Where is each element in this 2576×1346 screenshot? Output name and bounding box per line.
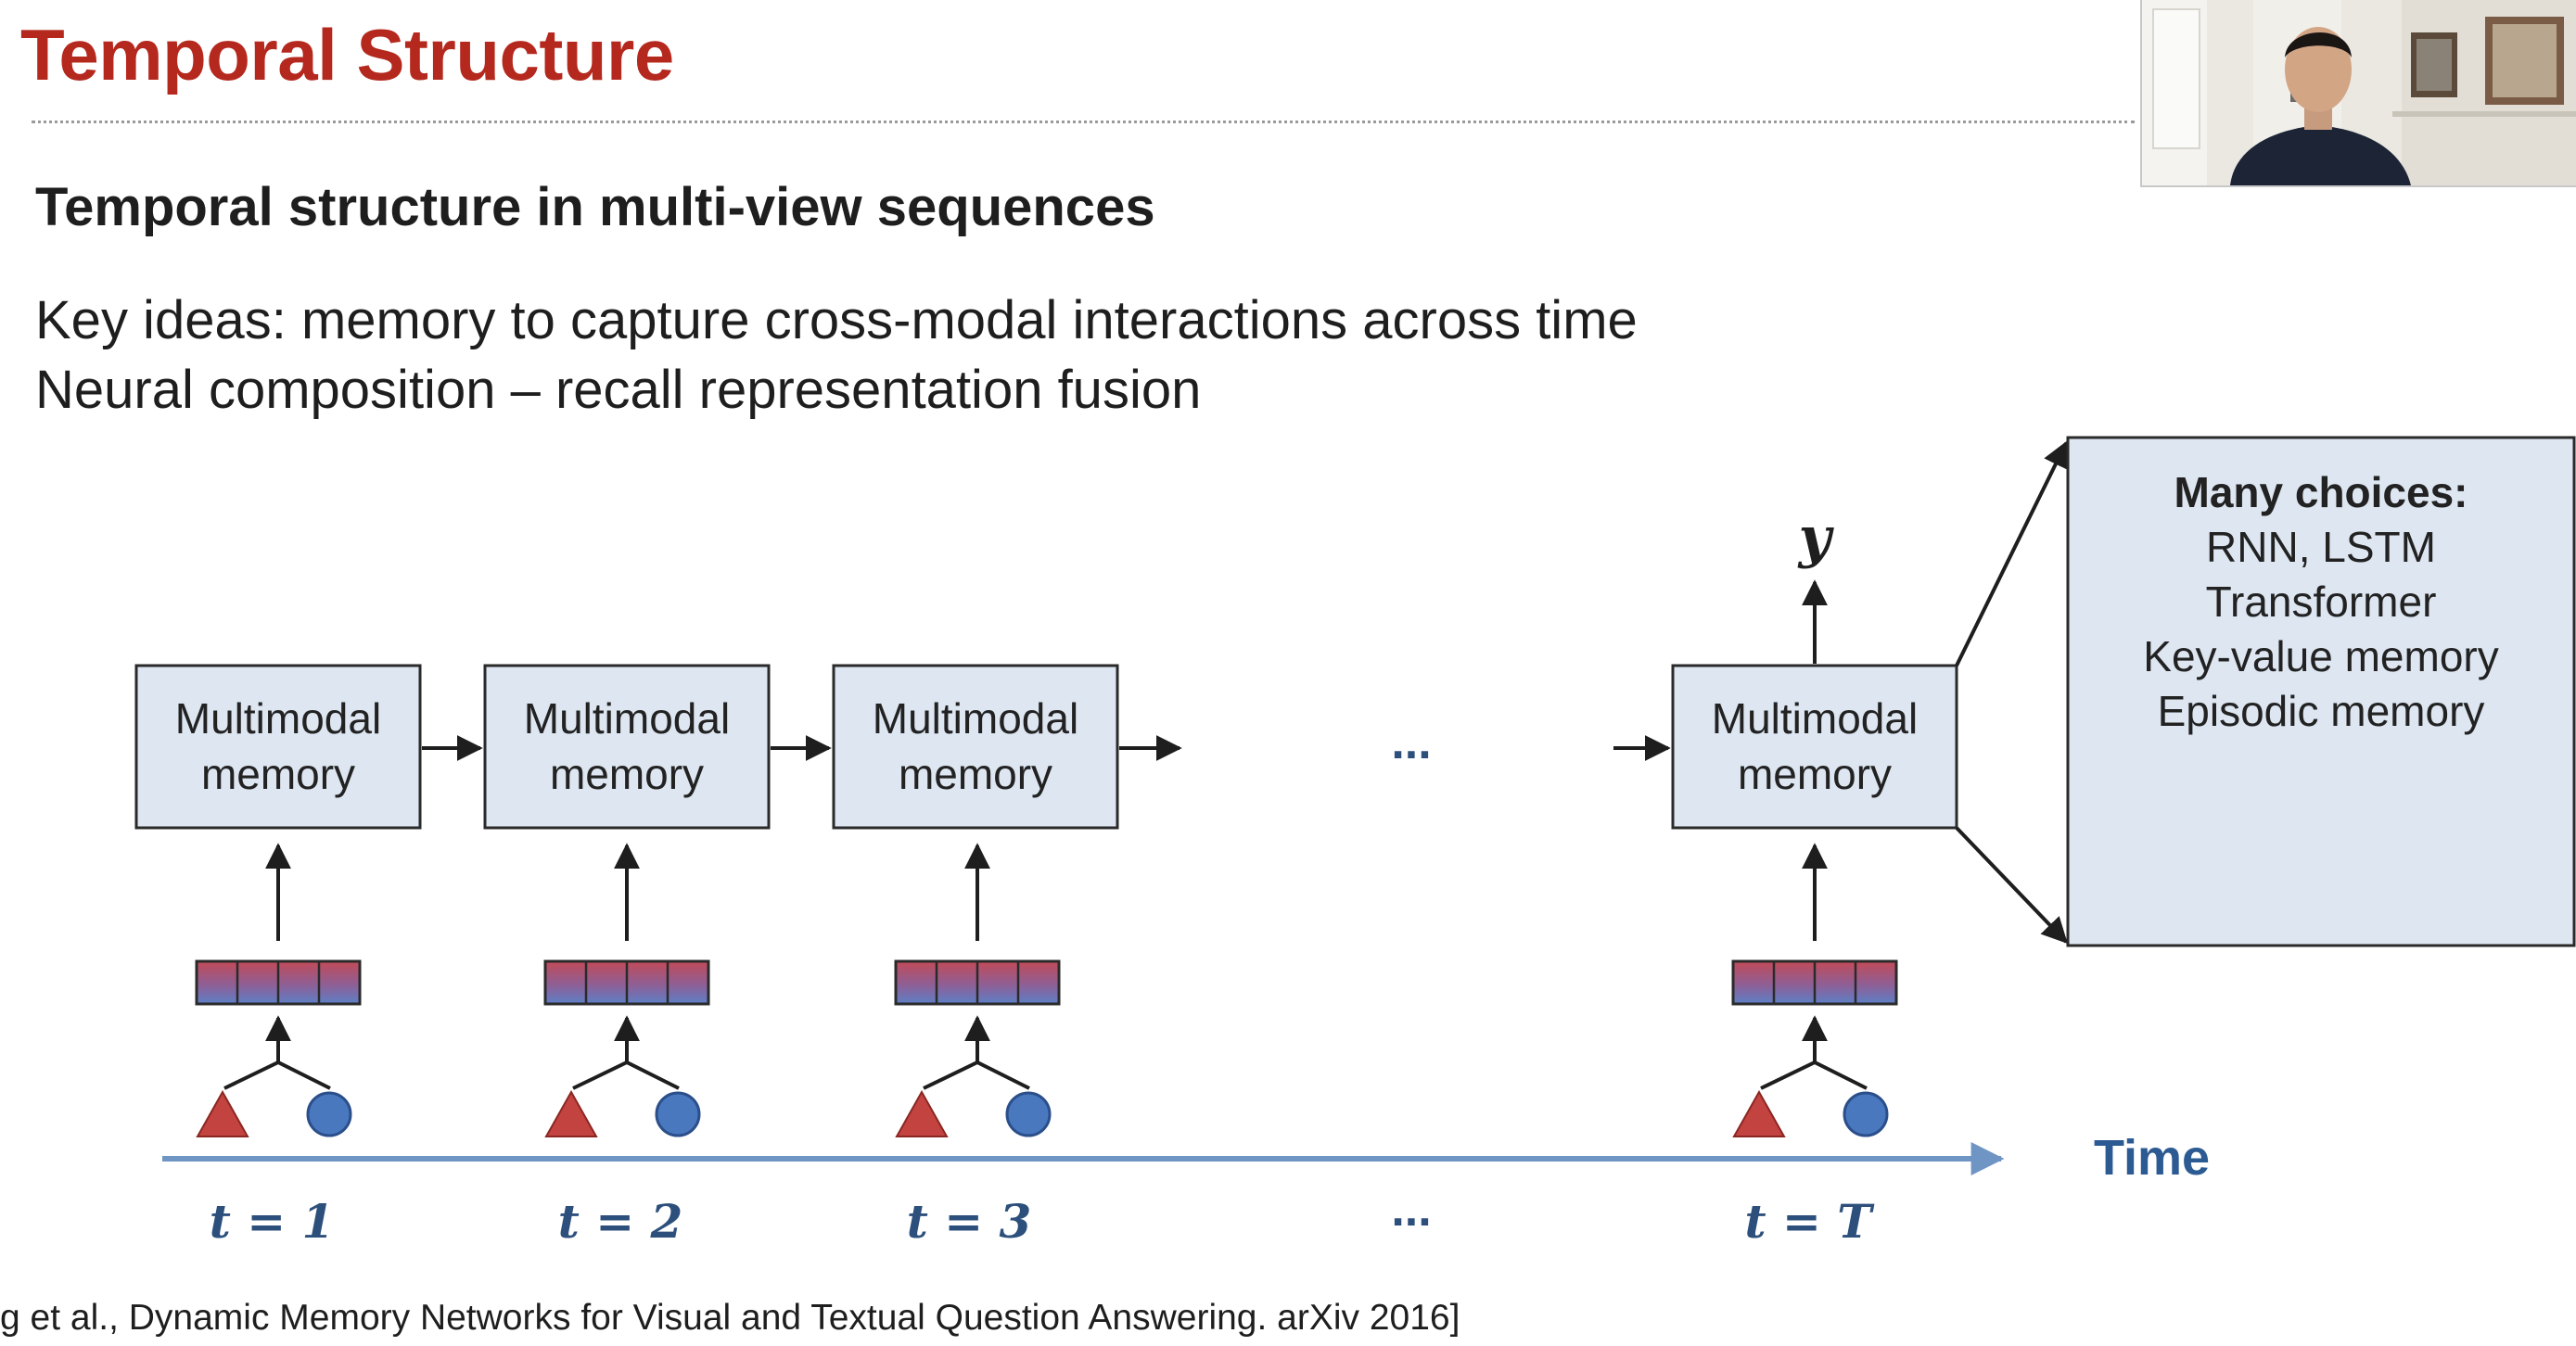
memory-box-1-line1: Multimodal xyxy=(175,694,381,743)
choice-item-episodic-memory: Episodic memory xyxy=(2158,687,2485,735)
memory-box-2 xyxy=(483,664,771,830)
timestep-label-T: t = T xyxy=(1744,1194,1875,1249)
fusion-branch-2 xyxy=(572,1060,680,1090)
timestep-label-2: t = 2 xyxy=(558,1194,683,1249)
fusion-branch-3 xyxy=(923,1060,1030,1090)
presenter-webcam xyxy=(2140,0,2576,187)
choice-item-key-value-memory: Key-value memory xyxy=(2143,632,2498,680)
memory-box-T-line2: memory xyxy=(1738,750,1892,798)
output-y-label: y xyxy=(1797,505,1835,570)
slide-title: Temporal Structure xyxy=(20,14,674,95)
choice-item-transformer: Transformer xyxy=(2206,578,2437,626)
memory-box-1-line2: memory xyxy=(201,750,355,798)
memory-box-3-line2: memory xyxy=(899,750,1052,798)
bullet-neural-composition: Neural composition – recall representati… xyxy=(35,360,1202,420)
choice-item-rnn-lstm: RNN, LSTM xyxy=(2206,523,2436,571)
modality-a-triangle-T xyxy=(1732,1089,1786,1137)
fused-vector-1 xyxy=(195,959,362,1006)
memory-box-2-line1: Multimodal xyxy=(524,694,730,743)
timestep-3: Multimodal memory t = 3 xyxy=(832,664,1119,1249)
timestep-label-1: t = 1 xyxy=(210,1194,335,1249)
slide-subtitle: Temporal structure in multi-view sequenc… xyxy=(35,177,1155,237)
memory-box-3-line1: Multimodal xyxy=(873,694,1078,743)
memory-box-2-line2: memory xyxy=(550,750,704,798)
fusion-branch-1 xyxy=(223,1060,331,1090)
modality-b-circle-2 xyxy=(655,1091,701,1137)
choices-title: Many choices: xyxy=(2174,468,2468,516)
modality-a-triangle-2 xyxy=(544,1089,598,1137)
modality-b-circle-3 xyxy=(1005,1091,1052,1137)
memory-ellipsis: ... xyxy=(1391,716,1431,769)
time-axis-label: Time xyxy=(2094,1130,2210,1186)
citation: g et al., Dynamic Memory Networks for Vi… xyxy=(0,1298,1460,1338)
fused-vector-T xyxy=(1731,959,1898,1006)
fusion-branch-T xyxy=(1760,1060,1868,1090)
modality-b-circle-1 xyxy=(306,1091,352,1137)
timestep-ellipsis: ... xyxy=(1391,1183,1431,1237)
expand-arrow-top xyxy=(1955,440,2068,667)
memory-box-T xyxy=(1671,664,1958,830)
timestep-1: Multimodal memory t = 1 xyxy=(134,664,422,1249)
timestep-T: Multimodal memory t = T y xyxy=(1671,505,1958,1249)
timestep-label-3: t = 3 xyxy=(907,1194,1032,1249)
choices-box-frame xyxy=(2066,436,2576,947)
bullet-key-ideas: Key ideas: memory to capture cross-modal… xyxy=(35,290,1638,350)
fused-vector-3 xyxy=(894,959,1061,1006)
modality-b-circle-T xyxy=(1843,1091,1889,1137)
presenter-video-icon xyxy=(2142,0,2576,185)
choices-box: Many choices: RNN, LSTM Transformer Key-… xyxy=(2066,436,2576,947)
memory-box-3 xyxy=(832,664,1119,830)
timestep-2: Multimodal memory t = 2 xyxy=(483,664,771,1249)
modality-a-triangle-1 xyxy=(196,1089,249,1137)
modality-a-triangle-3 xyxy=(895,1089,949,1137)
fused-vector-2 xyxy=(543,959,710,1006)
expand-arrow-bottom xyxy=(1955,826,2068,945)
title-divider xyxy=(32,121,2135,123)
memory-box-1 xyxy=(134,664,422,830)
memory-box-T-line1: Multimodal xyxy=(1712,694,1918,743)
